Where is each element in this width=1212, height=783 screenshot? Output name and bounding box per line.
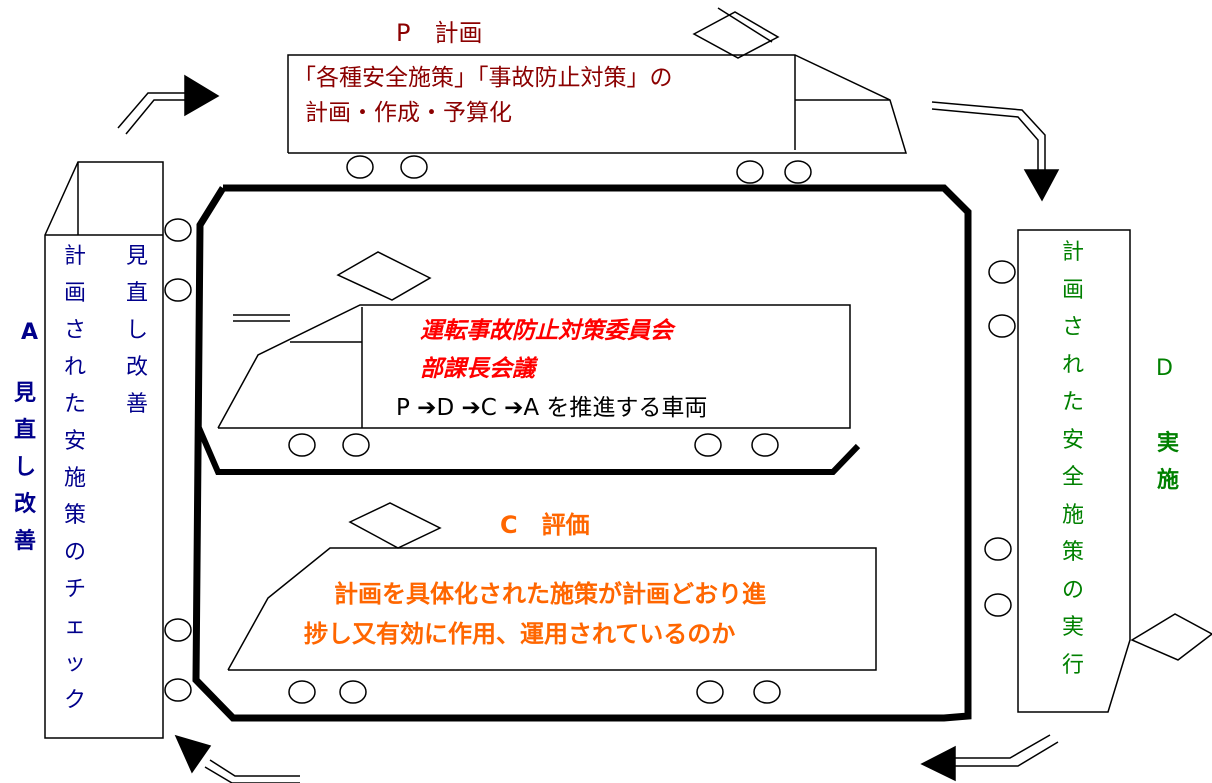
act-train — [44, 161, 192, 739]
arrow-act-to-plan — [117, 74, 220, 135]
plan-text-line1: 「各種安全施策」「事故防止対策」の — [293, 65, 673, 91]
arrow-check-to-act — [174, 734, 300, 783]
arrow-plan-to-do — [931, 101, 1060, 202]
inner-track — [196, 426, 861, 475]
act-side-label: 見直し改善 — [13, 381, 36, 554]
outer-track — [192, 184, 972, 722]
plan-heading: P 計画 — [396, 19, 483, 47]
plan-train — [287, 7, 908, 184]
do-train — [984, 229, 1212, 713]
committee-label: 運転事故防止対策委員会 — [420, 318, 673, 344]
act-side-letter: A — [21, 320, 39, 345]
act-vertical-text-review: 見直し改善 — [125, 244, 148, 417]
check-text-line2: 捗し又有効に作用、運用されているのか — [304, 620, 736, 648]
do-vertical-text: 計画された安全施策の実行 — [1061, 240, 1084, 678]
do-side-label: 実施 — [1156, 431, 1179, 493]
check-heading: C 評価 — [500, 511, 590, 539]
do-side-letter: D — [1156, 356, 1173, 381]
plan-text-line2: 計画・作成・予算化 — [305, 100, 512, 126]
arrow-do-to-check — [920, 734, 1059, 782]
check-train — [227, 502, 877, 704]
center-train — [217, 251, 851, 457]
pdca-vehicle-label: P ➔D ➔C ➔A を推進する車両 — [396, 395, 708, 421]
managers-meeting-label: 部課長会議 — [420, 356, 535, 382]
check-text-line1: 計画を具体化された施策が計画どおり進 — [334, 580, 766, 608]
act-vertical-text-check: 計画された安施策のチェック — [63, 244, 86, 713]
